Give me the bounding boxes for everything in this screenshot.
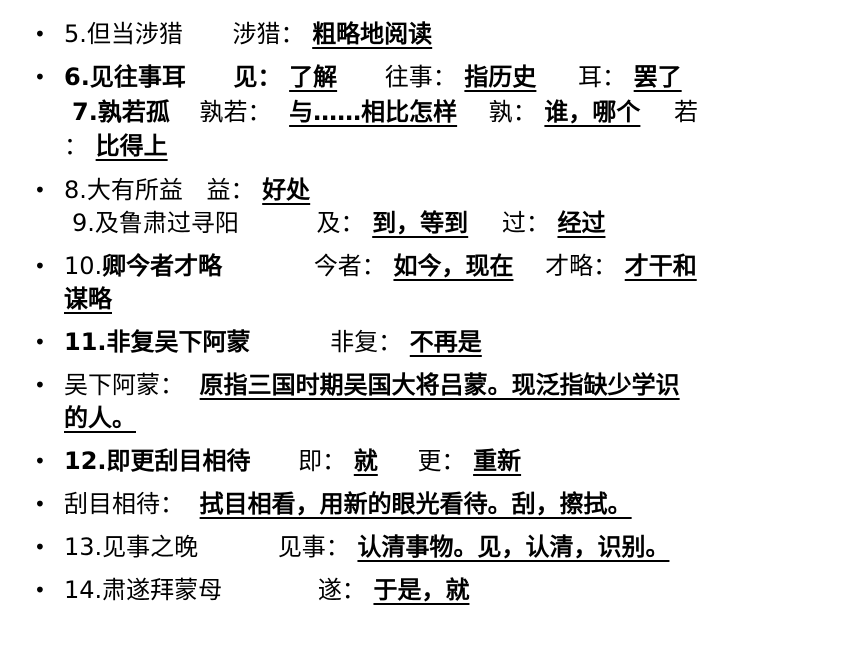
gloss-key: 过： (501, 209, 550, 237)
gloss-answer: 如今，现在 (393, 252, 514, 280)
gloss-answer: 了解 (289, 63, 338, 91)
gloss-key: 吴下阿蒙： (64, 371, 184, 399)
bullet: • (34, 373, 46, 397)
item-term: 大有所益 (86, 176, 183, 204)
item-number: 7. (72, 98, 98, 126)
item-term: 孰若孤 (97, 98, 170, 126)
gloss-key: 刮目相待： (64, 490, 184, 518)
item-term: 卿今者才略 (102, 252, 223, 280)
gloss-key: 更： (417, 447, 466, 475)
item-term: 非复吴下阿蒙 (106, 328, 251, 356)
item-10: 10.卿今者才略 今者： 如今，现在 才略： 才干和 (64, 250, 697, 282)
item-term: 见往事耳 (89, 63, 186, 91)
gloss-answer: 粗略地阅读 (312, 20, 433, 48)
gloss-answer: 认清事物。见，认清，识别。 (357, 533, 670, 561)
gloss-key: 耳： (578, 63, 627, 91)
bullet: • (34, 578, 46, 602)
item-term: 及鲁肃过寻阳 (94, 209, 239, 237)
gloss-answer: 到，等到 (372, 209, 469, 237)
bullet: • (34, 65, 46, 89)
item-term: 即更刮目相待 (106, 447, 251, 475)
bullet: • (34, 449, 46, 473)
item-number: 11. (64, 328, 107, 356)
gloss-key: 见： (233, 63, 282, 91)
gloss-colon: ： (64, 132, 88, 160)
gloss-key: 及： (316, 209, 365, 237)
item-number: 12. (64, 447, 107, 475)
gloss-answer: 重新 (473, 447, 522, 475)
bullet: • (34, 492, 46, 516)
item-6: 6.见往事耳 见： 了解 往事： 指历史 耳： 罢了 (64, 61, 682, 93)
item-12: 12.即更刮目相待 即： 就 更： 重新 (64, 445, 521, 477)
gloss-answer: 谁，哪个 (544, 98, 641, 126)
item-11: 11.非复吴下阿蒙 非复： 不再是 (64, 326, 482, 358)
gloss-answer: 原指三国时期吴国大将吕蒙。现泛指缺少学识 (199, 371, 680, 399)
gloss-answer: 的人。 (64, 404, 136, 432)
gloss-key: 遂： (317, 576, 366, 604)
gloss-answer: 与……相比怎样 (289, 98, 458, 126)
gloss-answer: 罢了 (633, 63, 682, 91)
gloss-key: 若 (674, 98, 699, 126)
gloss-answer: 经过 (557, 209, 606, 237)
gloss-answer: 好处 (262, 176, 311, 204)
gloss-wuxia-ameng: 吴下阿蒙： 原指三国时期吴国大将吕蒙。现泛指缺少学识 (64, 369, 680, 401)
item-14: 14.肃遂拜蒙母 遂： 于是，就 (64, 574, 469, 606)
gloss-key: 见事： (277, 533, 350, 561)
bullet: • (34, 254, 46, 278)
item-7-continued: ： 比得上 (64, 130, 168, 162)
item-13: 13.见事之晚 见事： 认清事物。见，认清，识别。 (64, 531, 669, 563)
gloss-key: 涉猎： (232, 20, 305, 48)
item-7: 7.孰若孤 孰若： 与……相比怎样 孰： 谁，哪个 若 (72, 96, 698, 128)
gloss-key: 孰： (488, 98, 537, 126)
gloss-key: 非复： (330, 328, 403, 356)
item-8: 8.大有所益 益： 好处 (64, 174, 310, 206)
gloss-answer: 于是，就 (373, 576, 470, 604)
gloss-answer: 就 (353, 447, 378, 475)
item-number: 10. (64, 252, 103, 280)
gloss-answer: 才干和 (624, 252, 697, 280)
item-number: 13. (64, 533, 103, 561)
gloss-answer: 谋略 (64, 285, 112, 313)
gloss-key: 才略： (545, 252, 618, 280)
item-number: 14. (64, 576, 103, 604)
item-number: 9. (72, 209, 95, 237)
gloss-key: 今者： (313, 252, 386, 280)
item-term: 但当涉猎 (86, 20, 183, 48)
gloss-key: 往事： (384, 63, 457, 91)
item-number: 8. (64, 176, 87, 204)
gloss-answer: 比得上 (95, 132, 168, 160)
bullet: • (34, 330, 46, 354)
item-9: 9.及鲁肃过寻阳 及： 到，等到 过： 经过 (72, 207, 605, 239)
bullet: • (34, 22, 46, 46)
item-term: 见事之晚 (102, 533, 199, 561)
gloss-key: 即： (298, 447, 347, 475)
gloss-key: 孰若： (199, 98, 272, 126)
gloss-wuxia-ameng-continued: 的人。 (64, 402, 136, 434)
gloss-key: 益： (206, 176, 255, 204)
bullet: • (34, 535, 46, 559)
gloss-answer: 拭目相看，用新的眼光看待。刮，擦拭。 (199, 490, 632, 518)
bullet: • (34, 178, 46, 202)
gloss-answer: 不再是 (409, 328, 482, 356)
item-number: 6. (64, 63, 90, 91)
gloss-answer: 指历史 (464, 63, 537, 91)
gloss-guamu-xiangdai: 刮目相待： 拭目相看，用新的眼光看待。刮，擦拭。 (64, 488, 632, 520)
item-10-continued: 谋略 (64, 283, 112, 315)
item-5: 5.但当涉猎 涉猎： 粗略地阅读 (64, 18, 432, 50)
item-number: 5. (64, 20, 87, 48)
item-term: 肃遂拜蒙母 (102, 576, 223, 604)
